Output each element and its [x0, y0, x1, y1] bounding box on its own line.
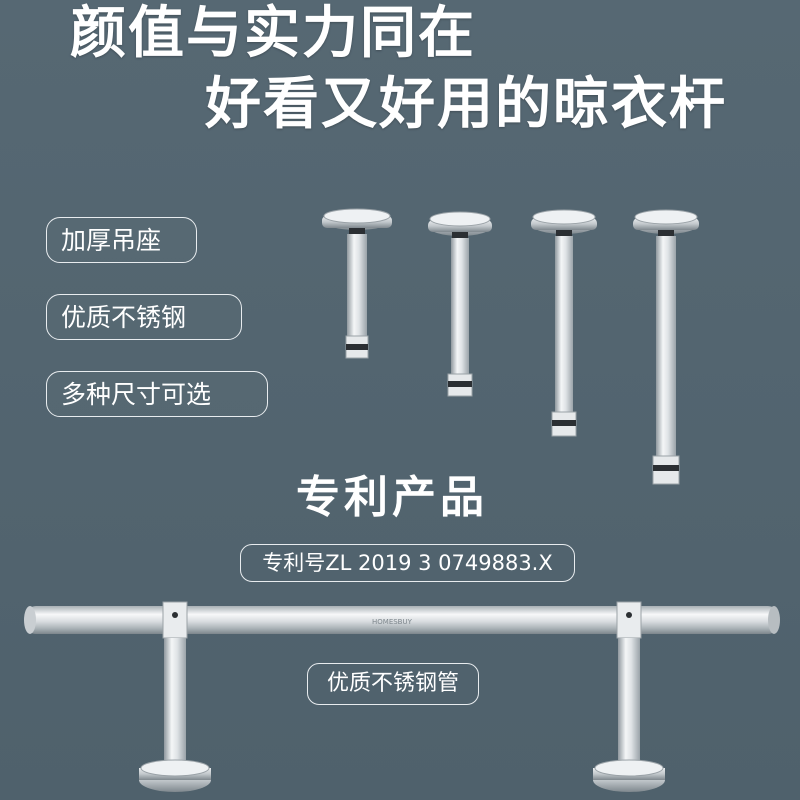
headline-line-1: 颜值与实力同在	[70, 1, 476, 66]
tube-material-label: 优质不锈钢管	[307, 663, 479, 705]
patent-title: 专利产品	[296, 472, 488, 523]
clothes-rod: HOMESBUY	[24, 606, 780, 634]
ceiling-bracket-medium	[428, 211, 492, 397]
ceiling-bracket-short	[322, 208, 392, 359]
right-support-post	[593, 601, 665, 792]
rod-engraving: HOMESBUY	[372, 618, 413, 626]
ceiling-bracket-extra-long	[633, 209, 699, 485]
ceiling-bracket-long	[531, 209, 597, 437]
feature-multiple-sizes: 多种尺寸可选	[46, 371, 268, 417]
feature-thick-base: 加厚吊座	[46, 217, 197, 263]
feature-stainless-steel: 优质不锈钢	[46, 294, 242, 340]
left-support-post	[139, 601, 211, 792]
headline-line-2: 好看又好用的晾衣杆	[205, 72, 727, 137]
patent-number-badge: 专利号ZL 2019 3 0749883.X	[240, 544, 575, 582]
